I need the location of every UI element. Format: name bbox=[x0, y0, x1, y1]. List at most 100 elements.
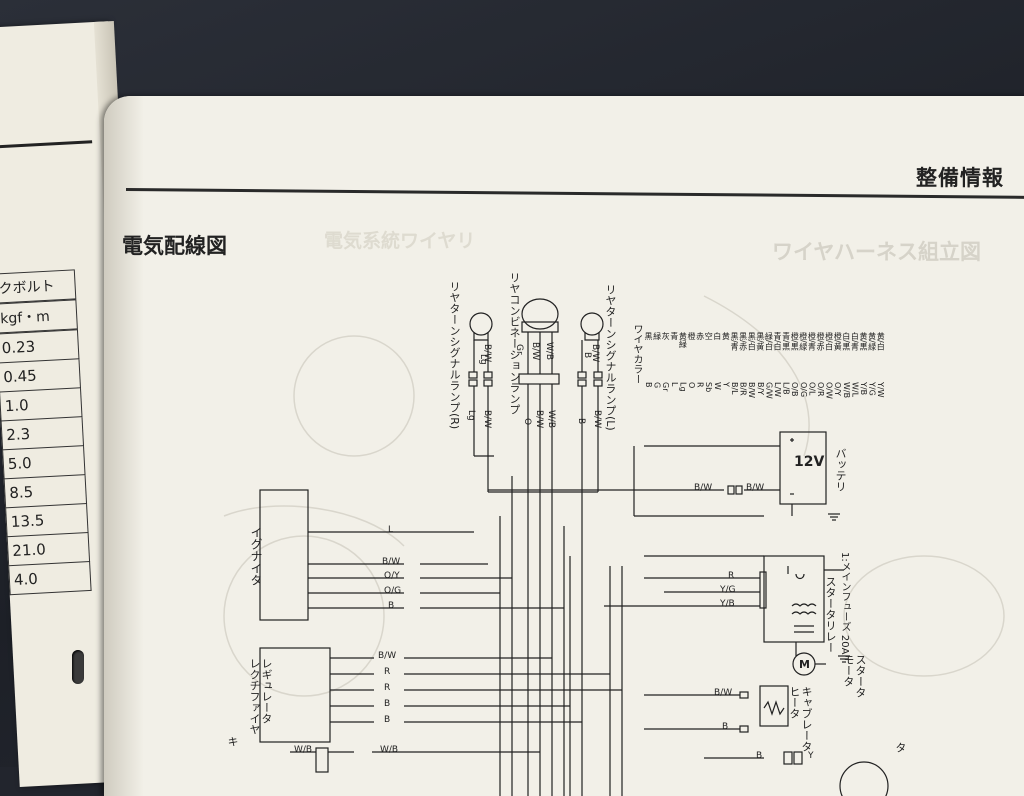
wire-code: B/W bbox=[382, 557, 401, 567]
bottom-left-component bbox=[315, 747, 329, 773]
legend-code: O/G bbox=[798, 382, 808, 398]
torque-row: 1.0 bbox=[0, 387, 82, 421]
wire-code: B/W bbox=[592, 410, 602, 429]
legend-code: B bbox=[644, 382, 653, 388]
legend-code: L/W bbox=[773, 382, 782, 398]
legend-color-name: 黒/白 bbox=[747, 332, 757, 351]
label-battery: バッテリ bbox=[834, 448, 847, 492]
table-header-unit: kgf・m bbox=[0, 299, 78, 334]
torque-row: 13.5 bbox=[5, 503, 89, 537]
torque-value: 8.5 bbox=[4, 474, 87, 508]
bleed-through-title-right: ワイヤハーネス組立図 bbox=[772, 240, 981, 264]
turn-signal-l-bulb bbox=[580, 312, 604, 341]
legend-color-name: 白 bbox=[712, 332, 722, 340]
wire-code: W/B bbox=[294, 745, 313, 755]
legend-color-name: 緑/白 bbox=[764, 332, 774, 351]
legend-code: O bbox=[687, 382, 696, 389]
legend-code: O/L bbox=[807, 382, 817, 396]
wire-code: B/W bbox=[482, 344, 492, 363]
page-shade bbox=[104, 96, 144, 796]
wire-code: O/Y bbox=[384, 571, 400, 581]
legend-code: W/B bbox=[841, 382, 851, 399]
wiring-diagram bbox=[223, 295, 1005, 796]
battery-connector bbox=[727, 485, 743, 495]
label-lower-partial: タ bbox=[894, 742, 907, 753]
torque-value: 2.3 bbox=[1, 416, 84, 450]
legend-color-name: 黄緑 bbox=[678, 332, 688, 348]
legend-color-name: 黒/赤 bbox=[738, 332, 748, 351]
label-carburetor-heater: キャブレータ ヒータ bbox=[788, 686, 813, 752]
torque-row: 0.23 bbox=[0, 329, 79, 364]
legend-color-name: 橙/赤 bbox=[816, 332, 825, 351]
bleed-through-drawing bbox=[223, 295, 1005, 697]
legend-color-name: 赤 bbox=[695, 332, 705, 340]
binding-hole bbox=[72, 650, 84, 684]
legend-code: B/R bbox=[738, 382, 748, 396]
wire-code: O bbox=[522, 418, 532, 426]
legend-code: Y/B bbox=[859, 382, 868, 396]
legend-code: O/R bbox=[816, 382, 825, 397]
regulator-wires bbox=[330, 657, 622, 723]
wire-code: Gr bbox=[514, 344, 524, 355]
torque-value: 0.23 bbox=[0, 329, 79, 364]
legend-color-name: 灰 bbox=[661, 332, 671, 340]
legend-color-name: 橙/緑 bbox=[798, 332, 808, 351]
combination-lamp-bulb bbox=[521, 298, 559, 333]
torque-row: 5.0 bbox=[2, 445, 86, 479]
torque-value: 4.0 bbox=[8, 561, 92, 595]
right-page: 整備情報 電気系統ワイヤリ ワイヤハーネス組立図 電気配線図 bbox=[104, 96, 1024, 796]
wire-code: B bbox=[384, 699, 391, 709]
label-starter-motor: スタータ モータ bbox=[842, 654, 867, 698]
legend-color-name: 橙/黄 bbox=[833, 332, 843, 351]
wire-code: L bbox=[388, 525, 394, 535]
legend-code: B/W bbox=[747, 382, 757, 399]
legend-code: Sb bbox=[704, 382, 714, 393]
legend-code: W/L bbox=[850, 382, 860, 398]
legend-color-name: 橙/青 bbox=[807, 332, 817, 351]
wire-code: B bbox=[384, 715, 391, 725]
starter-motor-symbol bbox=[792, 652, 850, 676]
wire-code: Lg bbox=[478, 354, 488, 365]
legend-color-name: 黄/緑 bbox=[867, 332, 877, 351]
wire-code: B bbox=[576, 418, 586, 425]
label-brake-partial: キ bbox=[226, 736, 239, 747]
wire-code: B/W bbox=[530, 342, 540, 361]
label-main-fuse: 1:メインフューズ 20A bbox=[839, 552, 850, 655]
legend-code: B/L bbox=[730, 382, 739, 395]
legend-code: Gr bbox=[661, 382, 671, 392]
diagram-title: 電気配線図 bbox=[122, 234, 227, 258]
torque-row: 4.0 bbox=[8, 561, 92, 595]
relay-wires bbox=[604, 555, 844, 607]
wire-code: B/W bbox=[534, 410, 544, 429]
legend-code: Y/W bbox=[876, 382, 886, 398]
top-connectors bbox=[468, 371, 603, 387]
legend-color-name: 青 bbox=[669, 332, 679, 340]
legend-color-name: 青/黒 bbox=[781, 332, 791, 351]
wire-code: B/W bbox=[378, 651, 397, 661]
starter-relay-internals bbox=[759, 566, 817, 656]
legend-color-name: 青/白 bbox=[773, 332, 782, 351]
turn-signal-r-bulb bbox=[469, 312, 493, 341]
battery-symbol bbox=[779, 431, 840, 521]
legend-code: O/W bbox=[824, 382, 834, 399]
bleed-through-title-center: 電気系統ワイヤリ bbox=[324, 230, 476, 252]
bottom-right-connector bbox=[783, 751, 803, 765]
legend-code: O/Y bbox=[833, 382, 843, 396]
igniter-wires bbox=[308, 531, 564, 609]
battery-voltage: 12V bbox=[794, 454, 825, 470]
wire-code: B/W bbox=[746, 483, 765, 493]
wire-code: B bbox=[388, 601, 395, 611]
torque-row: 0.45 bbox=[0, 358, 81, 392]
motor-symbol: M bbox=[799, 658, 810, 671]
legend-code: G bbox=[652, 382, 662, 389]
legend-color-name: 橙/白 bbox=[824, 332, 834, 351]
label-igniter: イグナイタ bbox=[249, 526, 263, 586]
legend-color-name: 黄/黒 bbox=[859, 332, 868, 351]
wire-code: B/W bbox=[714, 688, 733, 698]
wire-code: B bbox=[582, 352, 592, 359]
legend-color-name: 橙/黒 bbox=[790, 332, 800, 351]
legend-color-name: 黄/白 bbox=[876, 332, 886, 351]
legend-color-name: 空 bbox=[704, 332, 714, 340]
table-header-bolt: クボルト bbox=[0, 269, 77, 304]
